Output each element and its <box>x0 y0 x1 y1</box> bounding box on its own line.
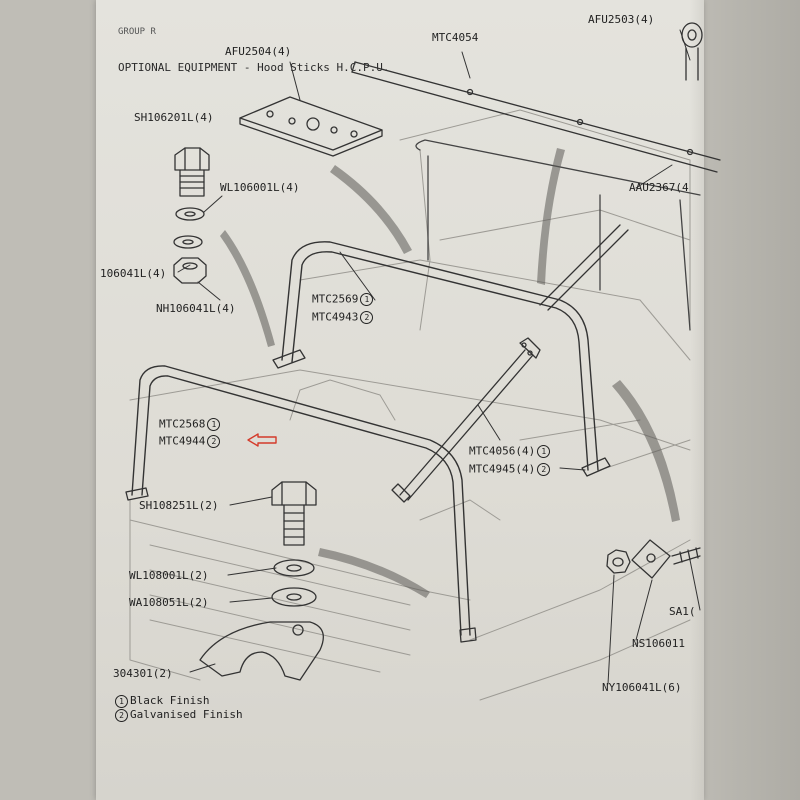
nut-ny106041l <box>606 549 631 574</box>
label-mtc4056: MTC4056(4)1 <box>469 445 551 458</box>
washer-wl106001l <box>175 207 205 221</box>
washer-wa108051l <box>271 587 317 607</box>
bracket-304301 <box>199 621 324 681</box>
group-label: GROUP R <box>118 27 156 37</box>
page-edge-shadow <box>690 0 800 800</box>
vehicle-body-outline <box>129 109 691 701</box>
bolt-sh108251l <box>271 481 317 546</box>
label-ny106041l: NY106041L(6) <box>602 681 682 694</box>
catalog-page <box>96 0 704 800</box>
nut-nh106041l <box>173 257 207 284</box>
label-mtc4054: MTC4054 <box>432 31 479 44</box>
label-304301: 304301(2) <box>113 667 173 680</box>
mounting-plate <box>239 96 383 157</box>
label-106041l: 106041L(4) <box>100 267 167 280</box>
label-sa1: SA1( <box>669 605 696 618</box>
square-nut-ns106011 <box>631 539 671 579</box>
bolt-sa1 <box>671 547 701 565</box>
label-afu2504: AFU2504(4) <box>225 45 292 58</box>
page-title: OPTIONAL EQUIPMENT - Hood Sticks H.C.P.U… <box>118 61 390 74</box>
shading-strips <box>220 148 680 598</box>
eye-bolt <box>681 22 703 81</box>
diagonal-stays <box>391 224 629 503</box>
label-sh108251l: SH108251L(2) <box>139 499 219 512</box>
label-wa108051l: WA108051L(2) <box>129 596 209 609</box>
label-afu2503: AFU2503(4) <box>588 13 655 26</box>
label-sh106201l: SH106201L(4) <box>134 111 214 124</box>
label-mtc4945: MTC4945(4)2 <box>469 463 551 476</box>
annotation-arrow <box>247 433 277 447</box>
bolt-sh106201l <box>174 147 210 197</box>
label-wl106001l: WL106001L(4) <box>220 181 300 194</box>
page-header: GROUP R OPTIONAL EQUIPMENT - Hood Sticks… <box>118 2 390 86</box>
hood-stick-rear <box>281 241 599 471</box>
label-aau2367: AAU2367(4 <box>629 181 689 194</box>
washer-wl108001l <box>273 559 315 577</box>
hood-stick-front <box>131 365 471 636</box>
label-wl108001l: WL108001L(2) <box>129 569 209 582</box>
label-ns106011: NS106011 <box>632 637 685 650</box>
label-nh106041l: NH106041L(4) <box>156 302 236 315</box>
tonneau-strip <box>351 61 721 173</box>
washer-2 <box>173 235 203 249</box>
